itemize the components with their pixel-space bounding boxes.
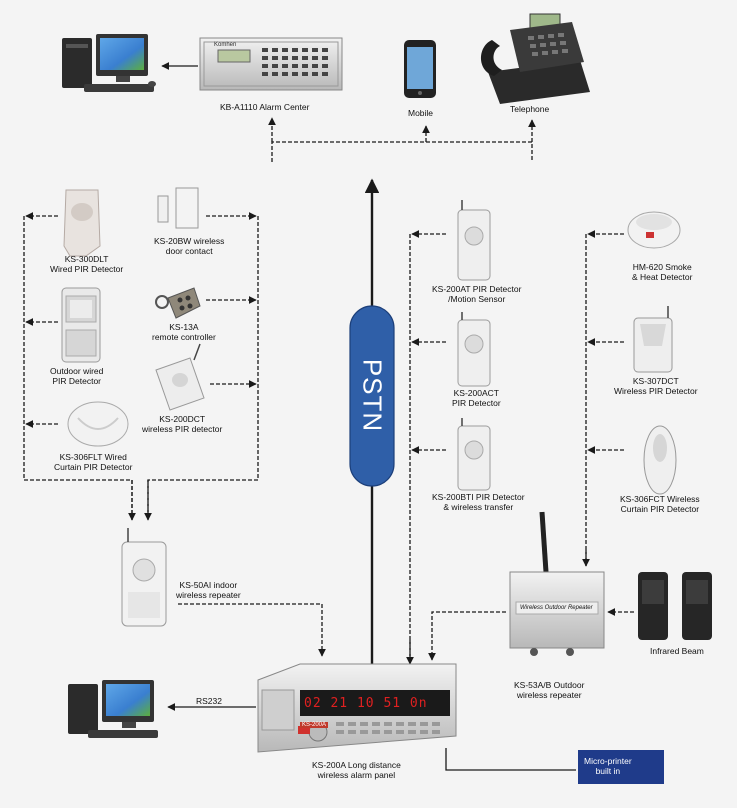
label-alarm-center: KB-A1110 Alarm Center (220, 102, 310, 112)
ks306flt-curtain-icon (67, 401, 129, 447)
alarm-center-device (199, 37, 343, 91)
connection-lines (23, 62, 634, 771)
computer-icon-top (62, 34, 156, 92)
label-telephone: Telephone (510, 104, 550, 114)
left-bus (23, 212, 136, 521)
label-ks200at: KS-200AT PIR Detector/Motion Sensor (432, 284, 522, 304)
ks300dlt-detector-icon (63, 189, 101, 257)
pstn-capsule (349, 305, 395, 487)
ks200act-detector-icon (457, 312, 491, 387)
ks13a-remote-icon (155, 287, 201, 319)
alarm-center-brand: Komhen (214, 42, 237, 48)
computer-icon-bottom (68, 680, 158, 738)
label-ks200bti: KS-200BTI PIR Detector& wireless transfe… (432, 492, 525, 512)
infrared-beam-icon (638, 572, 712, 640)
link-outdoor-to-panel (428, 611, 506, 661)
ks200a-panel-icon (257, 663, 457, 753)
ks20bw-door-contact-icon (157, 187, 199, 229)
wireless-bus-middle (406, 230, 446, 665)
ks53ab-panel-text: Wireless Outdoor Repeater (520, 605, 593, 611)
label-hm620: HM-620 Smoke& Heat Detector (632, 262, 693, 282)
ks200a-display: 02 21 10 51 0n (304, 696, 428, 711)
label-mobile: Mobile (408, 108, 434, 118)
label-infrared: Infrared Beam (650, 646, 704, 656)
link-printer (445, 748, 576, 771)
pstn-text: PSTN (357, 358, 388, 433)
link-repeater-to-panel (178, 603, 326, 657)
ks50ai-repeater-icon (121, 528, 167, 627)
hm620-smoke-detector-icon (627, 211, 681, 249)
ks53ab-repeater-icon (509, 511, 605, 656)
ks306fct-curtain-icon (643, 425, 677, 495)
ks307dct-detector-icon (633, 306, 673, 373)
ks200dct-detector-icon (155, 343, 205, 411)
microprinter-box (578, 750, 664, 784)
link-top-bus (271, 141, 533, 162)
mobile-phone-icon (404, 40, 436, 98)
ks200bti-detector-icon (457, 418, 491, 491)
telephone-icon (481, 13, 590, 104)
outdoor-wired-pir-icon (61, 287, 101, 363)
wireless-bus-right (582, 230, 624, 567)
ks200at-detector-icon (457, 200, 491, 281)
ks200a-badge: KS-200A (300, 722, 329, 728)
label-rs232: RS232 (196, 696, 222, 706)
wireless-bus-left (144, 212, 259, 521)
